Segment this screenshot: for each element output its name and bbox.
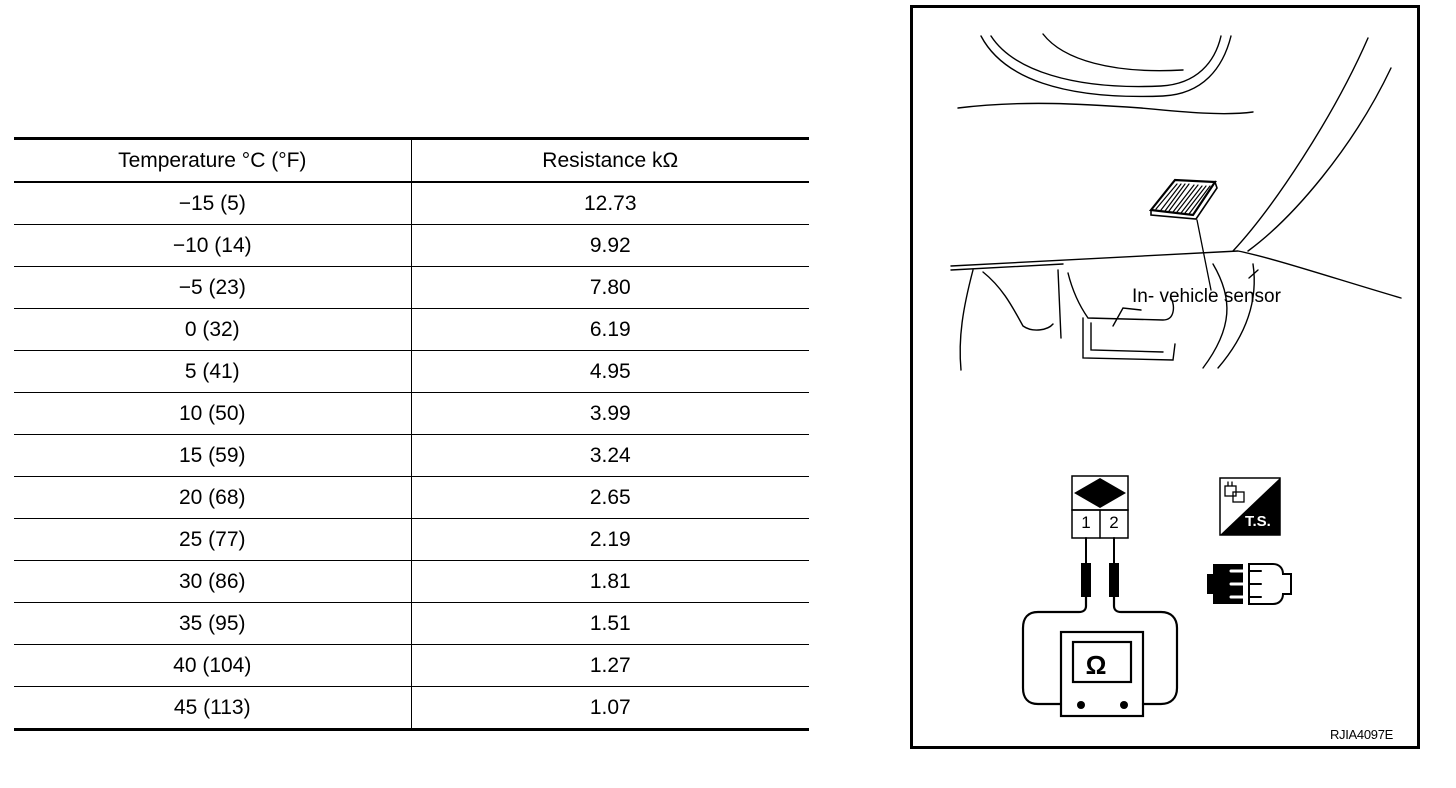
resistance-cell: 1.81 xyxy=(411,560,809,603)
table-row: 20 (68)2.65 xyxy=(14,476,809,519)
header-temperature: Temperature °C (°F) xyxy=(14,138,412,183)
header-resistance: Resistance kΩ xyxy=(411,138,809,183)
table-row: 15 (59)3.24 xyxy=(14,434,809,477)
sensor-illustration-panel: In- vehicle sensor 1 2 Ω T.S. RJIA4097E xyxy=(910,5,1420,749)
harness-connector-icon xyxy=(1207,563,1292,605)
table-row: −10 (14)9.92 xyxy=(14,224,809,267)
resistance-cell: 3.99 xyxy=(411,392,809,435)
resistance-cell: 9.92 xyxy=(411,224,809,267)
temperature-cell: 25 (77) xyxy=(14,518,412,561)
table-row: 5 (41)4.95 xyxy=(14,350,809,393)
table-row: 40 (104)1.27 xyxy=(14,644,809,687)
in-vehicle-sensor-label: In- vehicle sensor xyxy=(1132,286,1281,307)
table-header-row: Temperature °C (°F) Resistance kΩ xyxy=(14,138,809,183)
table-row: 25 (77)2.19 xyxy=(14,518,809,561)
temperature-cell: 30 (86) xyxy=(14,560,412,603)
dashboard-illustration xyxy=(950,33,1402,718)
temperature-cell: 20 (68) xyxy=(14,476,412,519)
resistance-cell: 1.27 xyxy=(411,644,809,687)
resistance-cell: 6.19 xyxy=(411,308,809,351)
table-row: 30 (86)1.81 xyxy=(14,560,809,603)
ohmmeter-icon xyxy=(1059,630,1145,718)
resistance-cell: 2.19 xyxy=(411,518,809,561)
temperature-cell: 45 (113) xyxy=(14,686,412,730)
temperature-cell: −5 (23) xyxy=(14,266,412,309)
table-row: 45 (113) 1.07 xyxy=(14,686,809,730)
table-row: 10 (50)3.99 xyxy=(14,392,809,435)
temperature-cell: 40 (104) xyxy=(14,644,412,687)
resistance-cell: 1.51 xyxy=(411,602,809,645)
table-row: −5 (23)7.80 xyxy=(14,266,809,309)
temperature-cell: 15 (59) xyxy=(14,434,412,477)
callout-leader-line xyxy=(1196,219,1212,291)
probe-leads xyxy=(1021,537,1179,706)
resistance-cell: 4.95 xyxy=(411,350,809,393)
terminal-1-label: 1 xyxy=(1081,513,1091,532)
temperature-cell: −10 (14) xyxy=(14,224,412,267)
resistance-cell: 12.73 xyxy=(411,182,809,225)
table-row: 0 (32)6.19 xyxy=(14,308,809,351)
resistance-cell: 7.80 xyxy=(411,266,809,309)
resistance-table-container: Temperature °C (°F) Resistance kΩ −15 (5… xyxy=(14,137,809,731)
temperature-cell: 5 (41) xyxy=(14,350,412,393)
terminal-2-label: 2 xyxy=(1109,513,1119,532)
in-vehicle-sensor-grille xyxy=(1148,178,1218,220)
resistance-cell: 3.24 xyxy=(411,434,809,477)
resistance-cell: 2.65 xyxy=(411,476,809,519)
table-row: 35 (95)1.51 xyxy=(14,602,809,645)
connector-diamond-icon xyxy=(1071,475,1129,539)
table-row: −15 (5)12.73 xyxy=(14,182,809,225)
ts-badge-label: T.S. xyxy=(1245,513,1271,530)
temperature-cell: 0 (32) xyxy=(14,308,412,351)
ts-badge-icon xyxy=(1219,477,1281,536)
ohm-symbol: Ω xyxy=(1085,650,1107,680)
dashboard-drawing xyxy=(950,33,1402,371)
temperature-cell: 10 (50) xyxy=(14,392,412,435)
resistance-table: Temperature °C (°F) Resistance kΩ −15 (5… xyxy=(14,137,809,731)
temperature-cell: −15 (5) xyxy=(14,182,412,225)
figure-id: RJIA4097E xyxy=(1329,727,1393,742)
resistance-cell: 1.07 xyxy=(589,695,631,719)
temperature-cell: 35 (95) xyxy=(14,602,412,645)
